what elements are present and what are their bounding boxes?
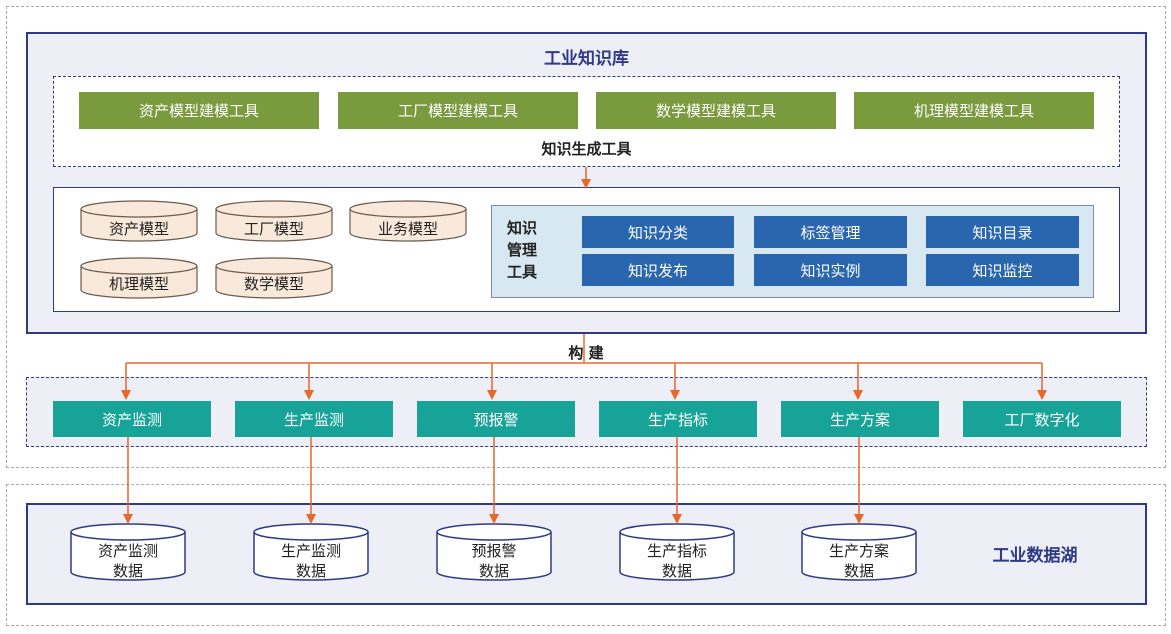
app-asset-monitoring[interactable]: 资产监测 xyxy=(53,401,211,437)
store-label-production: 生产监测 数据 xyxy=(254,541,368,581)
store-cylinder-production xyxy=(253,523,369,581)
gen-tool-mechanism[interactable]: 机理模型建模工具 xyxy=(854,92,1094,129)
upper-dashed-region xyxy=(6,6,1166,468)
store-label-plan-line-1: 生产方案 xyxy=(828,542,889,560)
model-label-asset: 资产模型 xyxy=(108,220,169,238)
model-label-factory: 工厂模型 xyxy=(243,220,304,238)
lower-dashed-region xyxy=(6,484,1166,626)
store-cylinder-indicators xyxy=(619,523,735,581)
store-cylinder-warning xyxy=(436,523,552,581)
build-connector xyxy=(121,334,1047,400)
model-cylinder-business xyxy=(349,200,467,242)
store-label-warning: 预报警 数据 xyxy=(437,541,551,581)
store-cylinder-asset xyxy=(70,523,186,581)
mgmt-item-publish[interactable]: 知识发布 xyxy=(582,254,734,286)
management-tools-label: 知识 管理 工具 xyxy=(507,217,557,283)
model-cylinder-factory xyxy=(215,200,333,242)
gen-tool-asset[interactable]: 资产模型建模工具 xyxy=(79,92,319,129)
management-label-line-1: 知识 xyxy=(507,219,538,237)
mgmt-item-classify[interactable]: 知识分类 xyxy=(582,216,734,248)
store-label-asset: 资产监测 数据 xyxy=(71,541,185,581)
store-label-plan: 生产方案 数据 xyxy=(802,541,916,581)
model-label-business: 业务模型 xyxy=(377,220,438,238)
store-label-plan-line-2: 数据 xyxy=(843,562,874,580)
applications-box xyxy=(26,377,1147,447)
knowledge-base-title: 工业知识库 xyxy=(544,49,629,69)
management-label-line-2: 管理 xyxy=(507,241,538,259)
store-label-production-line-1: 生产监测 xyxy=(280,542,341,560)
mgmt-item-monitor[interactable]: 知识监控 xyxy=(926,254,1079,286)
model-cylinder-math xyxy=(215,257,333,299)
generation-tools-label: 知识生成工具 xyxy=(541,140,632,158)
gen-tool-factory[interactable]: 工厂模型建模工具 xyxy=(338,92,578,129)
store-label-indicators-line-2: 数据 xyxy=(661,562,692,580)
store-label-warning-line-2: 数据 xyxy=(478,562,509,580)
mgmt-item-instance[interactable]: 知识实例 xyxy=(754,254,907,286)
gen-tool-math[interactable]: 数学模型建模工具 xyxy=(596,92,836,129)
store-label-asset-line-2: 数据 xyxy=(112,562,143,580)
store-label-indicators: 生产指标 数据 xyxy=(620,541,734,581)
app-factory-digitalization[interactable]: 工厂数字化 xyxy=(963,401,1121,437)
app-to-store-arrows xyxy=(123,437,864,524)
store-cylinder-plan xyxy=(801,523,917,581)
management-label-line-3: 工具 xyxy=(507,263,538,281)
store-label-warning-line-1: 预报警 xyxy=(471,542,517,560)
store-label-indicators-line-1: 生产指标 xyxy=(646,542,707,560)
data-lake-title: 工业数据湖 xyxy=(992,546,1078,566)
app-early-warning[interactable]: 预报警 xyxy=(417,401,575,437)
build-label: 构 建 xyxy=(568,344,604,362)
model-cylinder-asset xyxy=(80,200,198,242)
app-production-indicators[interactable]: 生产指标 xyxy=(599,401,757,437)
app-production-monitoring[interactable]: 生产监测 xyxy=(235,401,393,437)
model-cylinder-mechanism xyxy=(80,257,198,299)
model-label-mechanism: 机理模型 xyxy=(108,275,169,293)
model-label-math: 数学模型 xyxy=(243,275,304,293)
app-production-plan[interactable]: 生产方案 xyxy=(781,401,939,437)
store-label-production-line-2: 数据 xyxy=(295,562,326,580)
mgmt-item-catalog[interactable]: 知识目录 xyxy=(926,216,1079,248)
data-lake-panel xyxy=(26,503,1147,605)
mgmt-item-tags[interactable]: 标签管理 xyxy=(754,216,907,248)
store-label-asset-line-1: 资产监测 xyxy=(97,542,158,560)
